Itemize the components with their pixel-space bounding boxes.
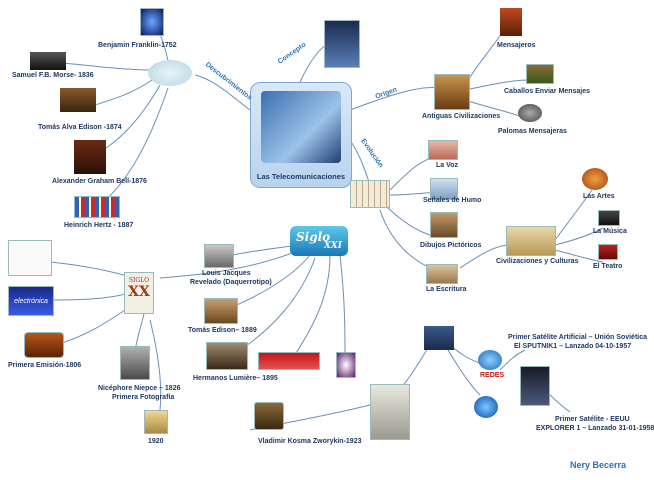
mensajeros-label: Mensajeros (497, 42, 536, 49)
siglo-logo-sub: XXI (323, 241, 342, 251)
franklin-image (140, 8, 164, 36)
humo-label: Señales de Humo (423, 197, 482, 204)
camera-1920-image (144, 410, 168, 434)
bell-telephone-image (74, 140, 106, 174)
humo-image (430, 178, 458, 200)
morse-label: Samuel F.B. Morse- 1836 (12, 72, 94, 79)
edison1889-label: Tomás Edison– 1889 (188, 327, 257, 334)
film-strip-image (258, 352, 320, 370)
siglo-xx-book-main: XX (128, 284, 150, 300)
mensajero-image (500, 8, 522, 36)
diagram-sketch-image (8, 240, 52, 276)
electronica-label: electrónica (14, 298, 48, 305)
electronica-image: electrónica (8, 286, 54, 316)
central-title: Las Telecomunicaciones (256, 172, 346, 181)
civilizaciones-label: Civilizaciones y Culturas (496, 258, 579, 265)
network-image (478, 350, 502, 370)
internet-explorer-icon[interactable] (474, 396, 498, 418)
niepce-label-line2: Primera Fotografía (112, 394, 175, 401)
concepto-image (324, 20, 360, 68)
daguerre-label-line1: Louis Jacques (202, 270, 251, 277)
year-1920-label: 1920 (148, 438, 164, 445)
bell-label: Alexander Graham Bell-1876 (52, 178, 147, 185)
caballo-image (526, 64, 554, 84)
sputnik-label-line1: Primer Satélite Artificial – Unión Sovié… (508, 334, 648, 341)
civilizaciones-map-image (506, 226, 556, 256)
emision-label: Primera Emisión-1806 (8, 362, 82, 369)
lumiere-label: Hermanos Lumière– 1895 (193, 375, 278, 382)
edison1889-image (204, 298, 238, 324)
film-reel-image (336, 352, 356, 378)
palomas-label: Palomas Mensajeras (498, 128, 567, 135)
antiguas-label: Antiguas Civilizaciones (422, 113, 501, 120)
zworykin-label: Vladimir Kosma Zworykin-1923 (258, 438, 362, 445)
redes-label: REDES (480, 372, 505, 379)
niepce-image (120, 346, 150, 380)
satellite-image (520, 366, 550, 406)
central-node[interactable]: Las Telecomunicaciones (250, 82, 352, 188)
computers-image (370, 384, 410, 440)
dibujos-image (430, 212, 458, 238)
hertz-label: Heinrich Hertz - 1887 (64, 222, 134, 229)
escritura-image (426, 264, 458, 284)
escritura-label: La Escritura (426, 286, 467, 293)
artes-palette-image (582, 168, 608, 190)
edison-phonograph-image (60, 88, 96, 112)
antiguas-civilizaciones-image (434, 74, 470, 110)
central-image (261, 91, 341, 163)
musica-image (598, 210, 620, 226)
dibujos-label: Dibujos Pictóricos (420, 242, 482, 249)
siglo-xx-book-top: SIGLO (128, 277, 150, 284)
sputnik-label-line2: El SPUTNIK1 – Lanzado 04-10-1957 (514, 343, 632, 350)
laptop-image (424, 326, 454, 350)
siglo-logo-main: Siglo (296, 230, 331, 244)
teatro-image (598, 244, 618, 260)
daguerre-label-line2: Revelado (Daquerrotipo) (190, 279, 272, 286)
television-image (254, 402, 284, 430)
caballos-label: Caballos Enviar Mensajes (504, 88, 590, 95)
voz-label: La Voz (436, 162, 459, 169)
hertz-wave-image (74, 196, 120, 218)
daguerre-image (204, 244, 234, 268)
radio-image (24, 332, 64, 358)
niepce-label-line1: Nicéphore Niepce – 1826 (98, 385, 181, 392)
musica-label: La Música (593, 228, 627, 235)
edison-label: Tomás Alva Edison -1874 (38, 124, 122, 131)
siglo-xx-book: SIGLO XX (124, 272, 154, 314)
paloma-image (518, 104, 542, 122)
author-signature: Nery Becerra (569, 460, 626, 470)
siglo-xxi-logo: Siglo XXI (290, 226, 348, 256)
explorer-label-line2: EXPLORER 1 – Lanzado 31-01-1958 (536, 425, 654, 432)
lumiere-image (206, 342, 248, 370)
morse-telegraph-image (30, 52, 66, 70)
artes-label: Las Artes (583, 193, 615, 200)
franklin-label: Benjamin Franklin-1752 (98, 42, 177, 49)
voz-image (428, 140, 458, 160)
teatro-label: El Teatro (593, 263, 623, 270)
explorer-label-line1: Primer Satélite - EEUU (555, 416, 630, 423)
evolution-hub-image (350, 180, 390, 208)
discoveries-hub (148, 60, 192, 86)
